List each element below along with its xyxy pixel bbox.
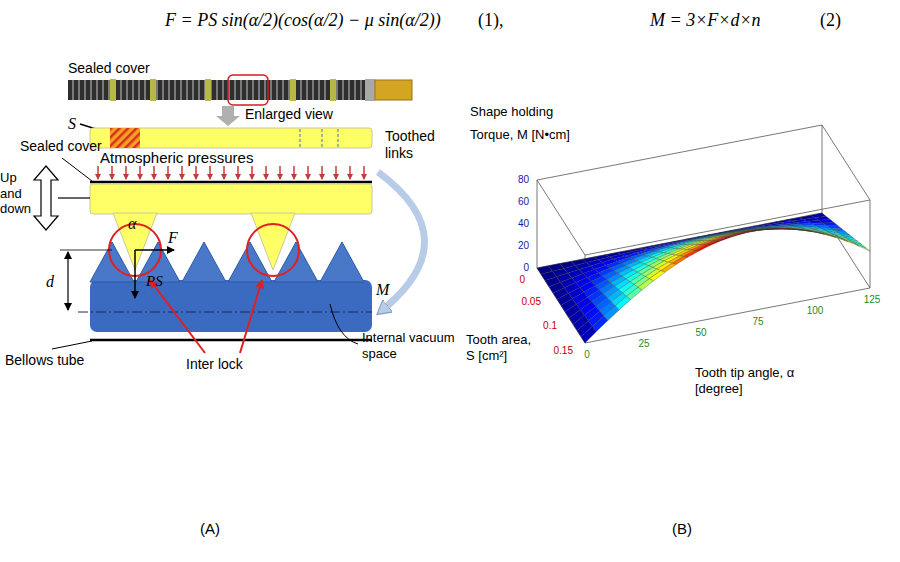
equation: F = PS sin(α/2)(cos(α/2) − μ sin(α/2)) — [165, 10, 441, 32]
panel-label: (A) — [200, 520, 220, 538]
tick-label: 0.15 — [554, 345, 573, 357]
equation-number: (2) — [820, 10, 841, 32]
axis-title: Tooth tip angle, α [degree] — [695, 365, 807, 396]
tick-label: 0 — [519, 274, 525, 286]
tick-label: 75 — [752, 316, 763, 328]
part-label: Inter lock — [186, 356, 243, 373]
tick-label: 125 — [864, 294, 881, 306]
part-label: Sealed cover — [68, 60, 150, 77]
equation: M = 3×F×d×n — [650, 10, 761, 32]
tick-label: 80 — [518, 174, 529, 186]
axis-title: Shape holding Torque, M [N•cm] — [470, 100, 595, 147]
part-label: Atmospheric pressures — [100, 149, 253, 167]
symbol-label: M — [376, 280, 389, 299]
symbol-label: α — [128, 214, 136, 233]
tick-label: 50 — [695, 327, 706, 339]
symbol-label: F — [168, 228, 178, 247]
part-label: Internal vacuum space — [362, 330, 462, 361]
tick-label: 20 — [518, 240, 529, 252]
tick-label: 0 — [523, 262, 529, 274]
part-label: Sealed cover — [20, 138, 102, 155]
part-label: Toothed links — [385, 128, 451, 162]
part-label: Enlarged view — [245, 106, 333, 123]
motion-label: Up and down — [0, 170, 34, 217]
tick-label: 25 — [638, 338, 649, 350]
tick-label: 0.1 — [543, 320, 557, 332]
part-label: Bellows tube — [5, 352, 84, 369]
tick-label: 0.05 — [522, 296, 541, 308]
tick-label: 40 — [518, 218, 529, 230]
axis-title: Tooth area, S [cm²] — [466, 332, 540, 363]
tick-label: 60 — [518, 196, 529, 208]
tick-label: 100 — [807, 305, 824, 317]
symbol-label: S — [68, 114, 76, 133]
tick-label: 0 — [584, 349, 590, 361]
panel-label: (B) — [672, 520, 692, 538]
equation-number: (1), — [478, 10, 504, 32]
symbol-label: d — [46, 272, 54, 291]
symbol-label: PS — [146, 272, 163, 290]
